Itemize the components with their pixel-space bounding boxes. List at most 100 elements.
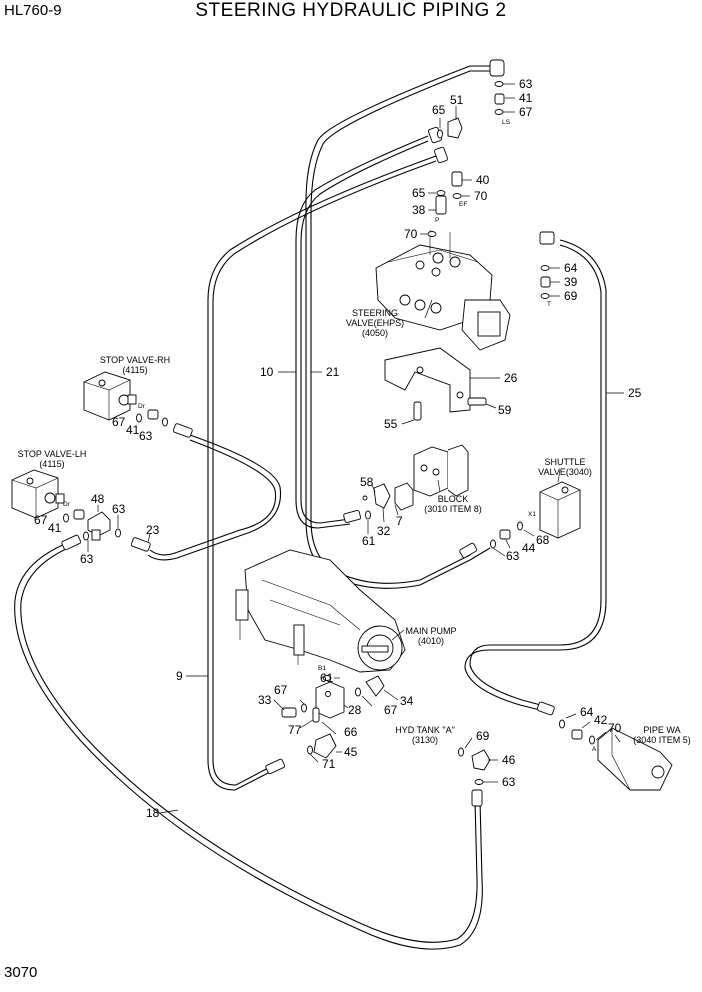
callout-63: 63 — [139, 429, 153, 443]
callout-77: 77 — [288, 723, 302, 737]
block-28 — [315, 681, 345, 719]
label-pipe-wa-line1: PIPE WA — [643, 725, 680, 735]
small-fittings — [73, 93, 583, 771]
stop-valve-rh — [83, 371, 137, 421]
callout-66: 66 — [344, 725, 358, 739]
label-stop-valve-rh-line2: (4115) — [122, 365, 147, 375]
label-shuttle-valve-line2: VALVE(3040) — [538, 467, 592, 477]
leader-lines — [87, 83, 624, 814]
port-dr-lh: Dr — [63, 501, 71, 508]
callout-9: 9 — [176, 669, 183, 683]
main-pump — [235, 549, 406, 673]
callout-63: 63 — [506, 549, 520, 563]
callout-48: 48 — [91, 492, 105, 506]
callout-58: 58 — [360, 475, 374, 489]
callout-67: 67 — [112, 415, 126, 429]
hose-18 — [14, 539, 483, 950]
port-b1: B1 — [318, 665, 326, 672]
callout-63: 63 — [502, 775, 516, 789]
callout-67: 67 — [384, 703, 398, 717]
callout-21: 21 — [326, 365, 340, 379]
callout-41: 41 — [519, 91, 533, 105]
page-title: STEERING HYDRAULIC PIPING 2 — [195, 0, 507, 21]
port-dr-rh: Dr — [138, 403, 146, 410]
label-shuttle-valve-line1: SHUTTLE — [544, 457, 585, 467]
hose-25 — [464, 239, 607, 713]
label-main-pump-line1: MAIN PUMP — [405, 626, 456, 636]
callout-61: 61 — [362, 534, 376, 548]
callout-70: 70 — [404, 227, 418, 241]
block-small-7 — [394, 482, 414, 511]
port-x1: X1 — [528, 511, 536, 518]
callout-69: 69 — [476, 729, 490, 743]
port-ef: EF — [459, 201, 467, 208]
callout-70: 70 — [608, 721, 622, 735]
label-block-line1: BLOCK — [438, 494, 469, 504]
callout-7: 7 — [396, 514, 403, 528]
block-item-8 — [413, 444, 469, 497]
callout-numbers: 63 41 67 65 51 40 65 70 38 70 64 39 69 1… — [34, 77, 642, 820]
callout-67: 67 — [519, 105, 533, 119]
model-number: HL760-9 — [4, 2, 62, 19]
label-stop-valve-lh-line1: STOP VALVE-LH — [18, 449, 87, 459]
hose-9 — [207, 155, 437, 791]
callout-63: 63 — [80, 552, 94, 566]
callout-32: 32 — [377, 524, 391, 538]
callout-28: 28 — [348, 703, 362, 717]
tee-48 — [87, 511, 111, 541]
page-number: 3070 — [4, 964, 38, 981]
callout-63: 63 — [519, 77, 533, 91]
callout-64: 64 — [564, 261, 578, 275]
callout-26: 26 — [504, 371, 518, 385]
label-main-pump-line2: (4010) — [418, 636, 444, 646]
hose-fittings — [61, 59, 555, 807]
callout-61: 61 — [320, 671, 334, 685]
callout-45: 45 — [344, 745, 358, 759]
hose-lines — [14, 65, 607, 950]
label-block-line2: (3010 ITEM 8) — [424, 504, 482, 514]
port-ls: LS — [502, 119, 511, 126]
callout-51: 51 — [450, 93, 464, 107]
bracket-26 — [384, 347, 471, 413]
callout-65: 65 — [412, 186, 426, 200]
hose-23 — [149, 439, 277, 556]
callout-40: 40 — [476, 173, 490, 187]
hose-10 — [295, 135, 429, 529]
callout-67: 67 — [34, 513, 48, 527]
label-stop-valve-rh-line1: STOP VALVE-RH — [100, 355, 170, 365]
callout-44: 44 — [522, 541, 536, 555]
callout-10: 10 — [260, 365, 274, 379]
callout-63: 63 — [112, 502, 126, 516]
callout-25: 25 — [628, 386, 642, 400]
callout-71: 71 — [322, 757, 336, 771]
label-steering-valve-line1: STEERING — [352, 308, 398, 318]
port-labels: LS EF P T Dr Dr X1 B1 A — [63, 119, 597, 753]
callout-41: 41 — [48, 521, 62, 535]
callout-38: 38 — [412, 203, 426, 217]
port-a: A — [592, 746, 597, 753]
label-steering-valve-line3: (4050) — [362, 328, 388, 338]
callout-59: 59 — [498, 403, 512, 417]
callout-18: 18 — [146, 806, 160, 820]
callout-68: 68 — [536, 533, 550, 547]
callout-33: 33 — [258, 693, 272, 707]
callout-39: 39 — [564, 275, 578, 289]
label-steering-valve-line2: VALVE(EHPS) — [346, 318, 404, 328]
hose-21 — [305, 65, 490, 589]
pipe-wa — [597, 727, 673, 791]
callout-46: 46 — [502, 753, 516, 767]
callout-34: 34 — [400, 694, 414, 708]
port-t: T — [547, 301, 551, 308]
label-stop-valve-lh-line2: (4115) — [39, 459, 64, 469]
steering-valve-body — [375, 230, 511, 351]
callout-70: 70 — [474, 189, 488, 203]
callout-23: 23 — [146, 523, 160, 537]
callout-42: 42 — [594, 713, 608, 727]
label-pipe-wa-line2: (3040 ITEM 5) — [633, 735, 691, 745]
component-labels: STOP VALVE-RH (4115) STOP VALVE-LH (4115… — [18, 308, 691, 745]
callout-65: 65 — [432, 103, 446, 117]
shuttle-valve — [539, 481, 581, 539]
callout-41: 41 — [126, 423, 140, 437]
stop-valve-lh — [11, 469, 65, 519]
